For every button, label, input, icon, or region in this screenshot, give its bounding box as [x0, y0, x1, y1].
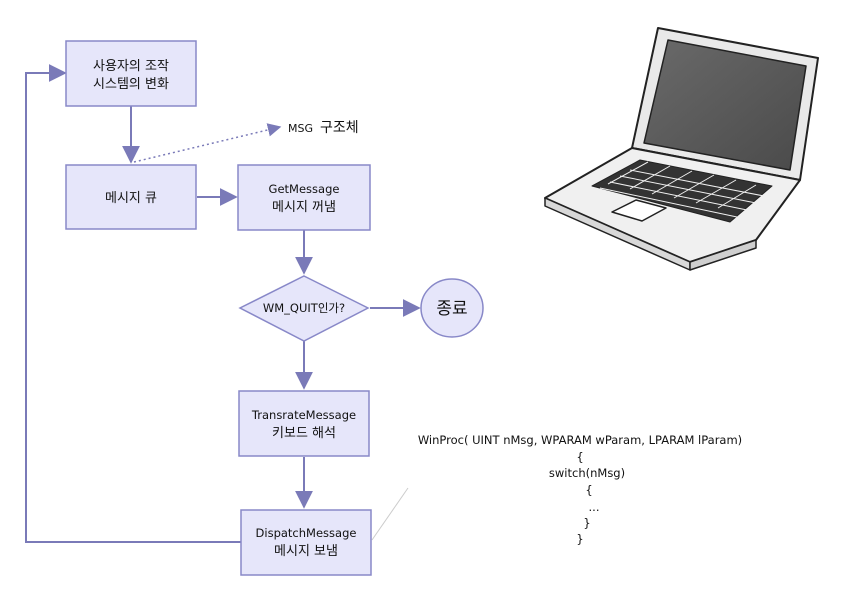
node-user-action: 사용자의 조작 시스템의 변화	[65, 40, 197, 107]
translate-message-line1: TransrateMessage	[251, 408, 356, 422]
user-action-line2: 시스템의 변화	[93, 77, 169, 92]
user-action-line1: 사용자의 조작	[93, 59, 169, 74]
arrow-dispatch-loop-back	[25, 64, 241, 543]
translate-message-line2: 키보드 해석	[272, 426, 336, 441]
end-label: 종료	[436, 299, 467, 319]
get-message-line1: GetMessage	[269, 182, 340, 196]
laptop-icon	[544, 27, 819, 271]
connectors	[25, 64, 421, 543]
code-snippet: WinProc( UINT nMsg, WPARAM wParam, LPARA…	[418, 433, 742, 546]
node-get-message: GetMessage 메시지 꺼냄	[237, 164, 371, 231]
dispatch-message-line1: DispatchMessage	[256, 526, 357, 540]
arrow-msg-struct-dotted	[133, 123, 282, 163]
code-callout-line	[371, 487, 409, 541]
get-message-line2: 메시지 꺼냄	[272, 200, 336, 215]
dispatch-message-line2: 메시지 보냄	[274, 544, 338, 559]
message-queue-label: 메시지 큐	[105, 191, 157, 206]
msg-struct-latin: MSG	[288, 122, 313, 135]
code-line-ellipsis: ...	[589, 500, 600, 514]
node-end: 종료	[420, 278, 484, 338]
code-line-brace-open: {	[576, 450, 583, 464]
code-line-brace-close: }	[576, 532, 583, 546]
node-wm-quit-check: WM_QUIT인가?	[238, 275, 370, 342]
wm-quit-label: WM_QUIT인가?	[263, 301, 345, 315]
node-dispatch-message: DispatchMessage 메시지 보냄	[240, 509, 372, 576]
node-message-queue: 메시지 큐	[65, 164, 197, 230]
code-line-signature: WinProc( UINT nMsg, WPARAM wParam, LPARA…	[418, 433, 742, 447]
code-line-switch: switch(nMsg)	[549, 466, 625, 480]
code-line-switch-brace-open: {	[585, 483, 592, 497]
msg-struct-korean: 구조체	[320, 120, 359, 136]
laptop-keyboard	[591, 159, 773, 223]
laptop-touchpad	[611, 199, 667, 222]
label-msg-struct: MSG 구조체	[288, 120, 359, 136]
code-line-switch-brace-close: }	[583, 516, 590, 530]
node-translate-message: TransrateMessage 키보드 해석	[238, 390, 370, 457]
